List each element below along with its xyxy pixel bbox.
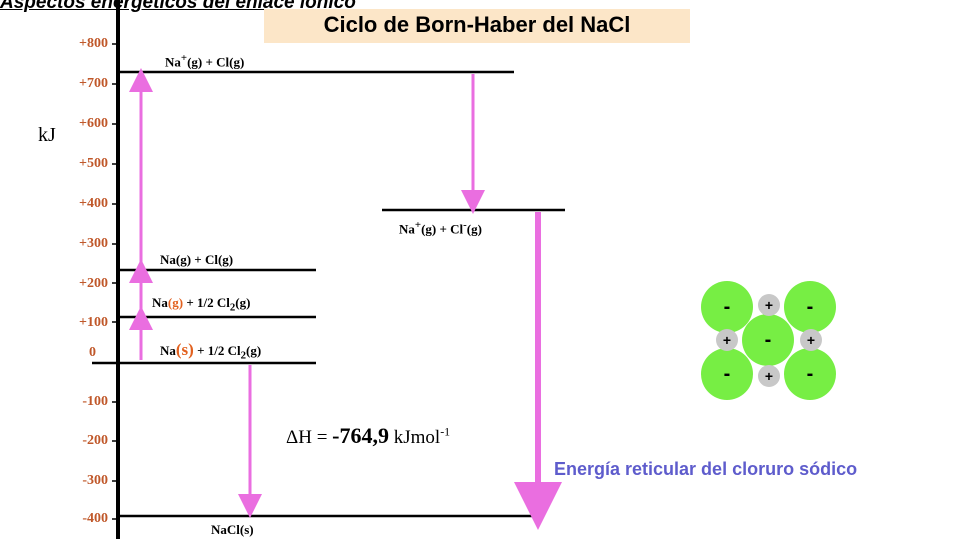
anion-sphere: [784, 348, 836, 400]
y-tick-label: +200: [79, 276, 108, 291]
diagram-title: Ciclo de Born-Haber del NaCl: [323, 12, 631, 37]
y-tick-label: +300: [79, 236, 108, 251]
anion-sign: -: [765, 329, 772, 351]
y-tick-label: +800: [79, 36, 108, 51]
y-tick-label: -300: [82, 473, 108, 488]
y-tick-label: -200: [82, 433, 108, 448]
cation-sphere: [800, 329, 822, 351]
anion-sphere: [701, 281, 753, 333]
y-tick-label: +700: [79, 76, 108, 91]
y-tick-label: -100: [82, 394, 108, 409]
cation-sphere: [758, 365, 780, 387]
anion-sign: -: [724, 363, 731, 385]
nacl-lattice-illustration: - - - - - + + + +: [701, 281, 836, 400]
anion-sign: -: [807, 296, 814, 318]
y-axis-unit: kJ: [38, 124, 56, 146]
anion-sphere: [784, 281, 836, 333]
y-tick-label: 0: [89, 345, 96, 360]
cation-sign: +: [723, 332, 731, 348]
cation-sign: +: [807, 332, 815, 348]
anion-sphere: [742, 314, 794, 366]
anion-sign: -: [807, 363, 814, 385]
label-na-g-cl-g: Na(g) + Cl(g): [160, 252, 234, 267]
title-box: [264, 9, 690, 43]
label-nacl-s: NaCl(s): [211, 522, 254, 537]
y-axis-ticks: [112, 43, 120, 520]
y-tick-label: +500: [79, 156, 108, 171]
anion-sphere: [701, 348, 753, 400]
cation-sign: +: [765, 368, 773, 384]
label-na-plus-cl: Na+(g) + Cl(g): [165, 52, 245, 70]
label-na-s-half-cl2: Na(s) + 1/2 Cl2(g): [160, 340, 262, 362]
y-tick-label: +400: [79, 196, 108, 211]
label-na-plus-cl-minus: Na+(g) + Cl-(g): [399, 219, 482, 237]
cation-sphere: [758, 294, 780, 316]
label-na-g-half-cl2: Na(g) + 1/2 Cl2(g): [152, 295, 251, 314]
cation-sign: +: [765, 297, 773, 313]
cation-sphere: [716, 329, 738, 351]
delta-h-label: ΔH = -764,9 kJmol-1: [286, 423, 451, 448]
lattice-energy-label: Energía reticular del cloruro sódico: [554, 459, 858, 479]
anion-sign: -: [724, 296, 731, 318]
y-tick-label: +100: [79, 315, 108, 330]
y-tick-label: -400: [82, 511, 108, 526]
y-tick-label: +600: [79, 116, 108, 131]
